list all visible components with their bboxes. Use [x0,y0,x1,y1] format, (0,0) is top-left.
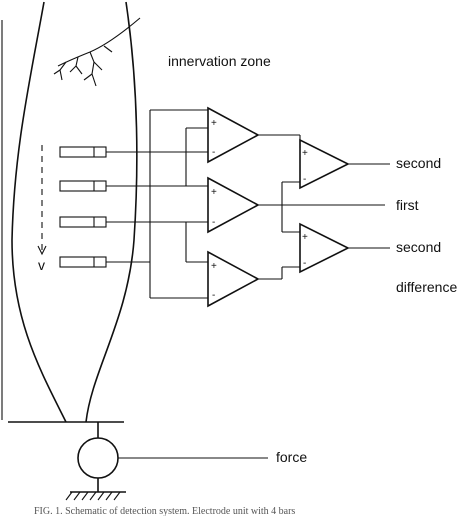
svg-text:+: + [302,232,308,243]
svg-text:-: - [303,258,306,269]
label-force: force [276,449,307,465]
electrode-bars [59,146,107,268]
label-innervation-zone: innervation zone [168,53,271,69]
svg-text:+: + [211,187,217,198]
svg-text:-: - [212,217,215,228]
amplifier-3: + - [207,250,260,308]
amplifier-2: + - [207,176,260,234]
caption-fragment: FIG. 1. Schematic of detection system. E… [34,506,295,516]
svg-text:+: + [302,148,308,159]
arrow-head [37,245,47,256]
ground-symbol [65,491,126,501]
label-second-top: second [396,155,441,171]
nerve-branches [53,17,141,87]
first-stage-wires [258,134,385,280]
svg-text:-: - [212,147,215,158]
arrow-letter: v [38,257,45,273]
svg-text:-: - [303,174,306,185]
label-first: first [396,197,419,213]
svg-text:+: + [211,261,217,272]
amplifier-1: + - [207,106,260,164]
label-difference: difference [396,279,457,295]
svg-text:-: - [212,290,215,301]
label-second-bottom: second [396,239,441,255]
svg-text:+: + [211,118,217,129]
electrode-wires [106,109,208,299]
muscle-outline-left [11,1,67,423]
amplifier-5: + - [299,222,350,274]
amplifier-4: + - [299,138,350,190]
muscle-outline-right [85,1,138,423]
force-transducer [77,437,119,479]
